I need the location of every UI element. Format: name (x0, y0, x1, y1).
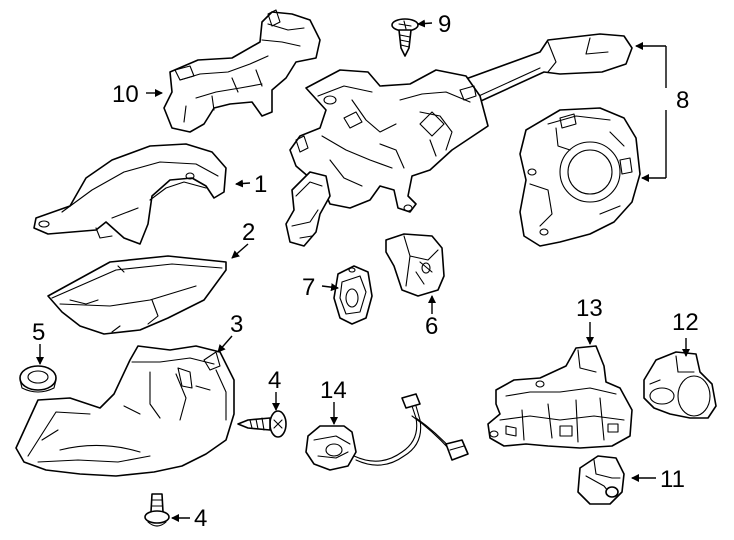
part-2-lower-pad (47, 255, 227, 335)
part-7-bracket (333, 265, 373, 325)
callout-14: 14 (320, 377, 347, 404)
callout-13: 13 (576, 295, 603, 322)
callout-2: 2 (242, 219, 255, 246)
callout-4-upper: 4 (268, 367, 281, 394)
callout-4-lower: 4 (194, 505, 207, 532)
part-9-screw (391, 18, 419, 57)
part-1-upper-shroud (33, 143, 227, 245)
part-3-lower-shroud (15, 345, 235, 477)
part-column-assembly (285, 33, 633, 247)
part-6-switch (385, 233, 445, 297)
callout-11: 11 (660, 466, 685, 493)
leader-lines (36, 19, 690, 522)
callout-labels: 1 2 3 4 4 5 6 7 8 9 10 11 12 13 14 (32, 11, 699, 532)
part-13-lock-housing (487, 345, 633, 449)
part-5-grommet (19, 365, 57, 393)
part-4-screw-vertical (144, 493, 170, 527)
part-8-clockspring (519, 107, 641, 247)
callout-12: 12 (672, 309, 699, 336)
part-11-sensor (577, 455, 625, 505)
callout-8: 8 (676, 87, 689, 114)
part-4-screw-horizontal (237, 410, 287, 438)
callout-5: 5 (32, 319, 45, 346)
callout-10: 10 (112, 81, 139, 108)
callout-6: 6 (425, 313, 438, 340)
callout-3: 3 (230, 311, 243, 338)
callout-9: 9 (438, 11, 451, 38)
part-14-switch-harness (305, 393, 469, 471)
callout-7: 7 (302, 274, 315, 301)
part-12-lock-cylinder (643, 351, 717, 419)
callout-1: 1 (254, 171, 267, 198)
part-10-bracket (163, 9, 321, 133)
